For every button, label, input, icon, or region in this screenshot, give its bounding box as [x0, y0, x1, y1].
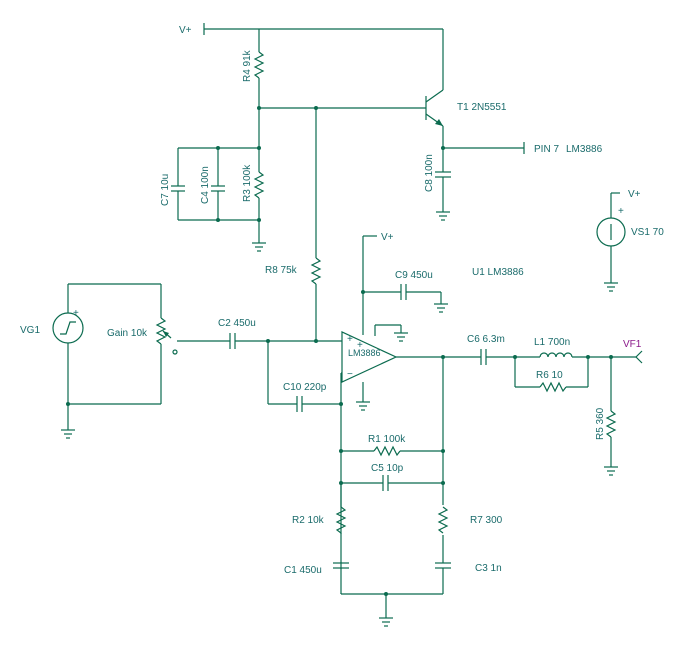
- c2-label: C2 450u: [218, 318, 256, 329]
- voltage-source-vs1: [596, 192, 626, 292]
- potentiometer-gain: [155, 284, 230, 404]
- vs1-plus-sign: +: [618, 206, 624, 217]
- r3-label: R3 100k: [242, 164, 253, 202]
- vs1-vplus-label: V+: [628, 189, 641, 200]
- resistor-r5: [604, 357, 618, 476]
- vplus-top-label: V+: [179, 25, 192, 36]
- resistor-r4: [253, 29, 265, 108]
- feedback-ground: [341, 593, 443, 627]
- opamp-plus-sign: +: [347, 334, 353, 345]
- output-vf1: [611, 350, 643, 364]
- r6-label: R6 10: [536, 370, 563, 381]
- inductor-l1: [515, 352, 611, 358]
- capacitor-c5: [341, 475, 443, 491]
- capacitor-c2: [229, 333, 316, 349]
- c5-label: C5 10p: [371, 463, 404, 474]
- r7-label: R7 300: [470, 515, 503, 526]
- pin7-label: PIN 7: [534, 144, 559, 155]
- capacitor-c4: [211, 148, 225, 220]
- c9-label: C9 450u: [395, 270, 433, 281]
- vs1-label: VS1 70: [631, 227, 664, 238]
- c10-label: C10 220p: [283, 382, 327, 393]
- t1-label: T1 2N5551: [457, 102, 507, 113]
- resistor-r7: [437, 505, 449, 535]
- l1-label: L1 700n: [534, 337, 570, 348]
- resistor-r6: [514, 357, 589, 393]
- resistor-r3: [252, 148, 266, 252]
- c8-label: C8 100n: [424, 154, 435, 192]
- capacitor-c3: [435, 562, 451, 569]
- vg1-label: VG1: [20, 325, 40, 336]
- resistor-r8: [310, 108, 322, 341]
- capacitor-c10: [267, 341, 341, 412]
- r5-label: R5 360: [595, 407, 606, 440]
- capacitor-c7: [171, 148, 185, 220]
- capacitor-c8: [435, 148, 451, 221]
- r8-label: R8 75k: [265, 265, 298, 276]
- c6-label: C6 6.3m: [467, 334, 505, 345]
- opamp-u1: [341, 324, 441, 411]
- u1-label: U1 LM3886: [472, 267, 524, 278]
- gain-label: Gain 10k: [107, 328, 148, 339]
- c4-label: C4 100n: [200, 166, 211, 204]
- vg1-plus-sign: +: [73, 308, 79, 319]
- capacitor-c9: [363, 284, 448, 313]
- c7-label: C7 10u: [160, 174, 171, 206]
- opamp-part-label: LM3886: [348, 348, 381, 358]
- transistor-t1: [425, 29, 444, 148]
- signal-source-vg1: [52, 283, 161, 439]
- opamp-vplus-label: V+: [381, 232, 394, 243]
- capacitor-c6: [443, 349, 515, 365]
- c1-label: C1 450u: [284, 565, 322, 576]
- vplus-terminal-top: [203, 23, 443, 35]
- pin7-part-label: LM3886: [566, 144, 603, 155]
- vplus-terminal-opamp: [362, 235, 377, 335]
- opamp-plus-sign-2: +: [357, 340, 363, 351]
- r4-label: R4 91k: [242, 49, 253, 82]
- vf1-label: VF1: [623, 339, 642, 350]
- r1-label: R1 100k: [368, 434, 406, 445]
- pin7-terminal: [443, 142, 525, 154]
- resistor-r1: [341, 445, 443, 457]
- r2-label: R2 10k: [292, 515, 325, 526]
- resistor-r2: [335, 483, 347, 534]
- opamp-minus-sign: −: [347, 369, 353, 380]
- c3-label: C3 1n: [475, 563, 502, 574]
